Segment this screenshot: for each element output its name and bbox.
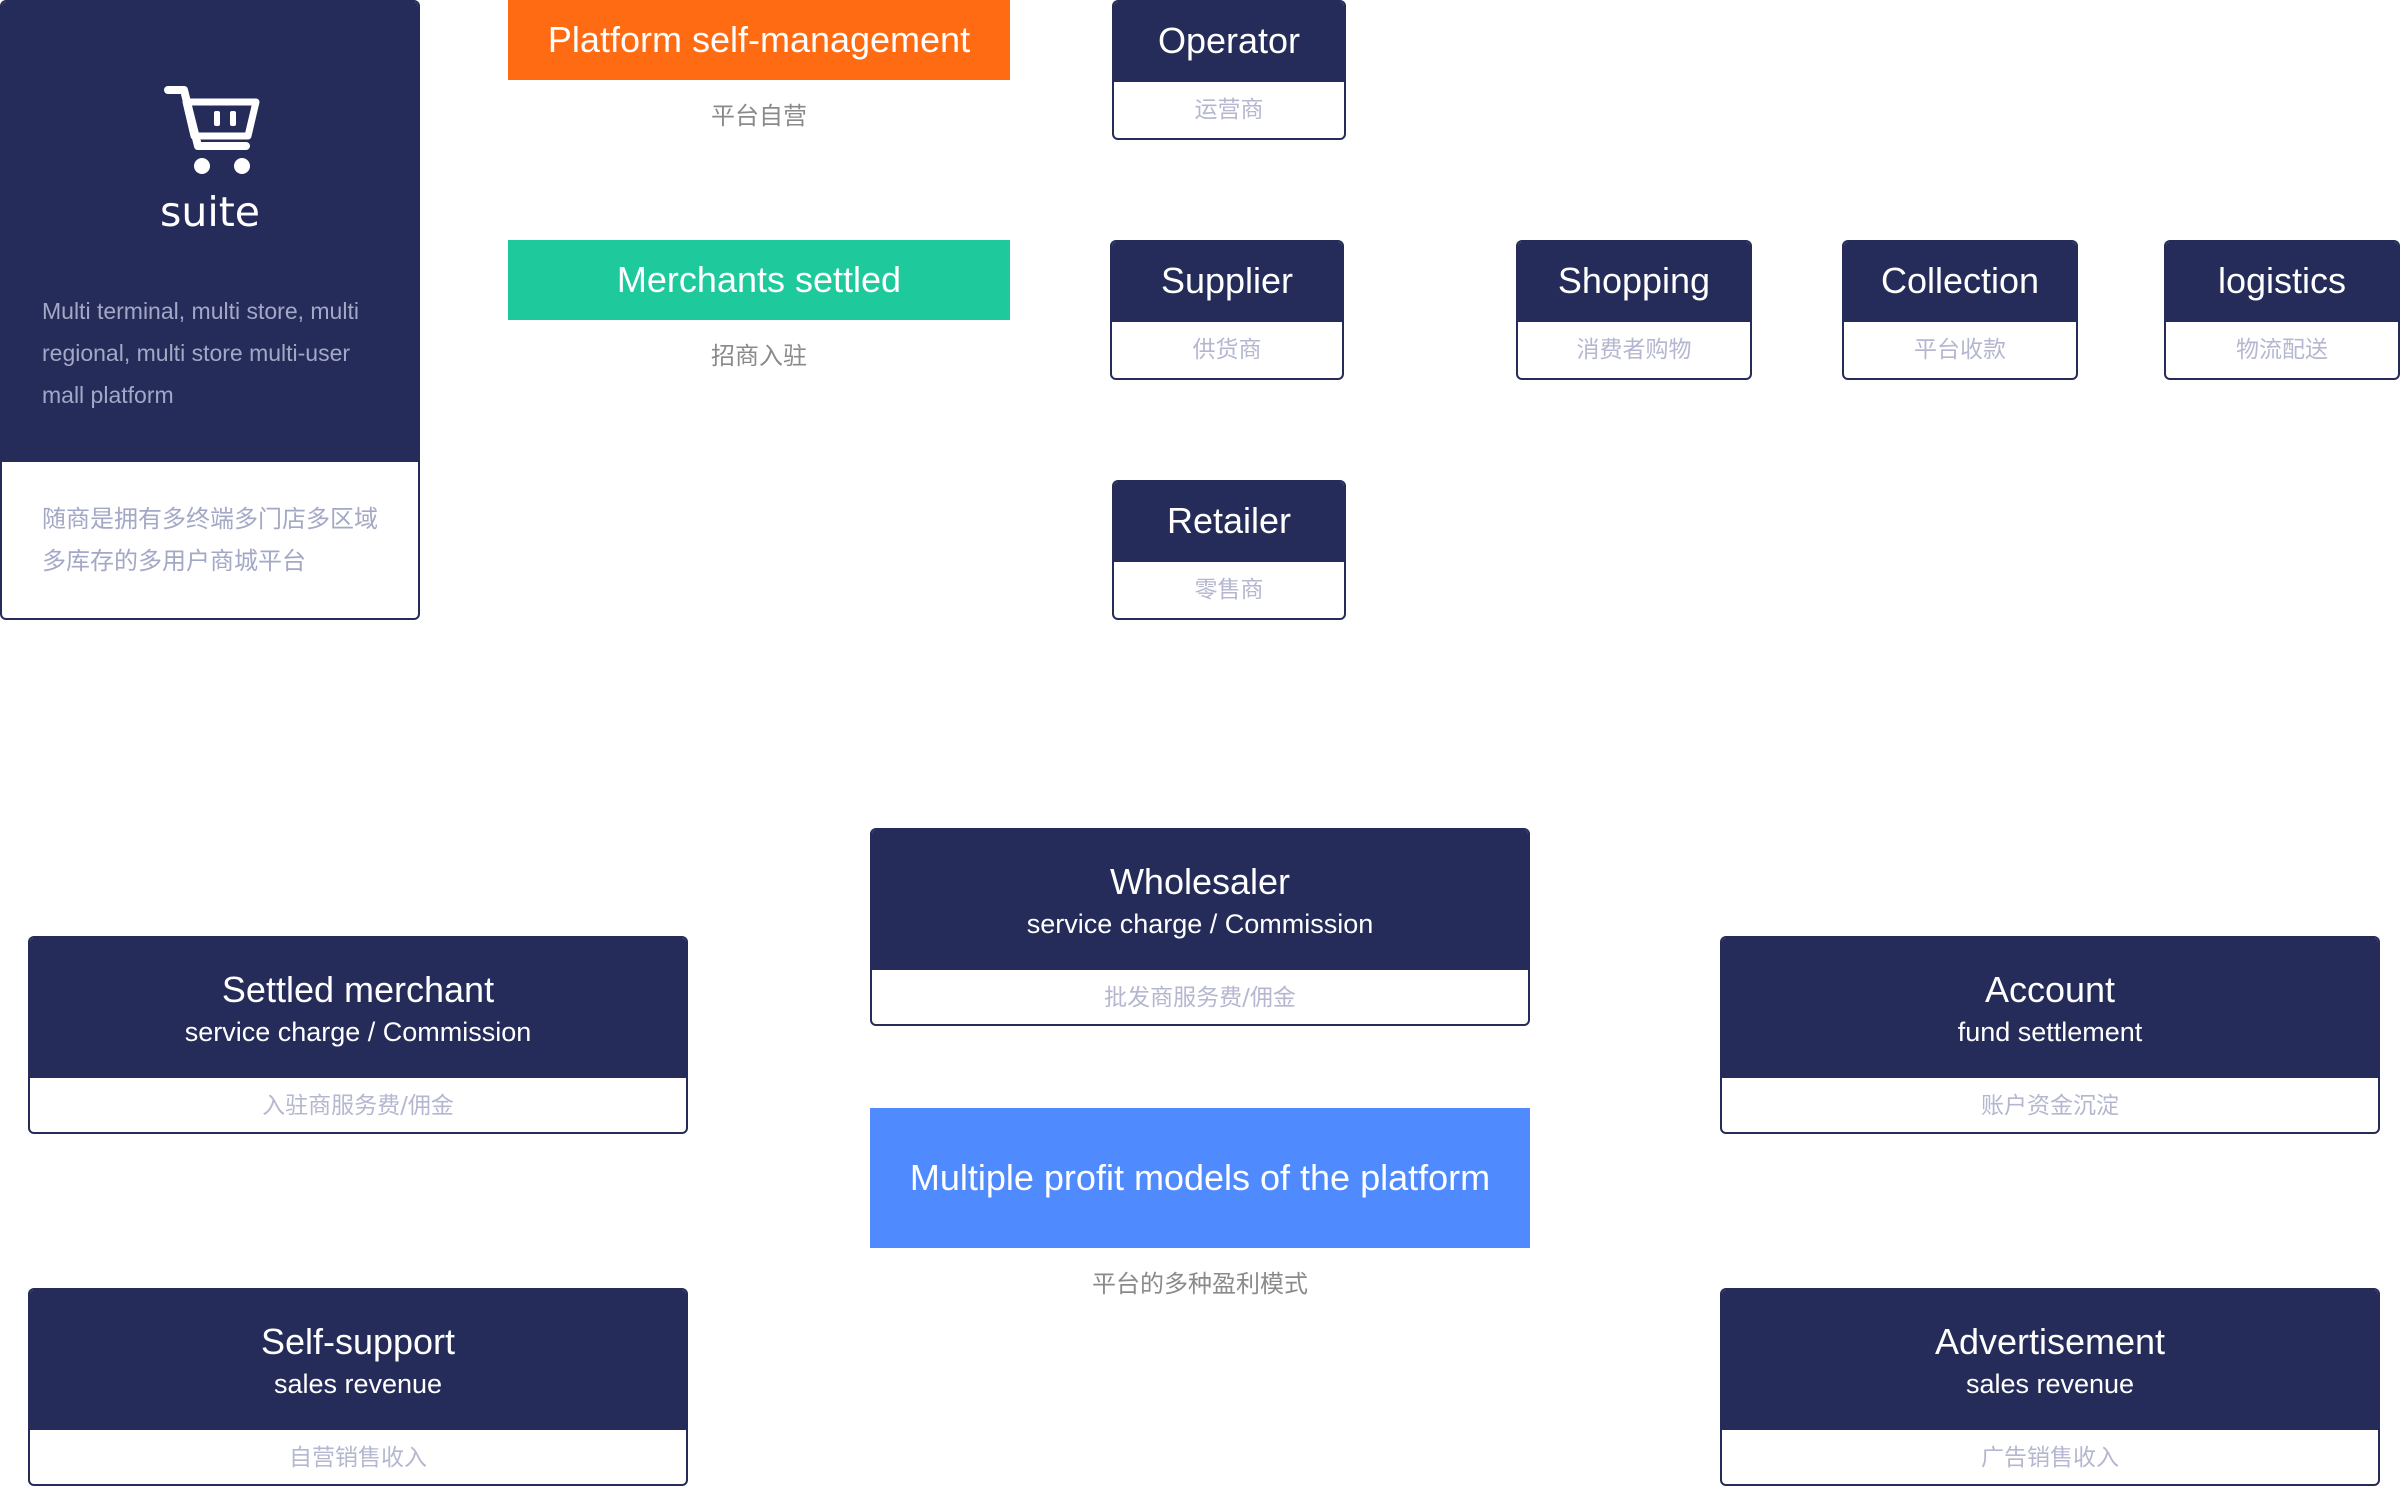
role-subtitle: 供货商 (1192, 337, 1262, 363)
self-management-caption: 平台自营 (711, 102, 807, 130)
wholesaler-box: Wholesaler service charge / Commission 批… (870, 828, 1530, 1026)
shopping-box: Shopping 消费者购物 (1516, 240, 1752, 380)
model-subtitle: 广告销售收入 (1981, 1445, 2119, 1471)
model-title: Advertisement (1934, 1321, 2166, 1362)
role-subtitle: 消费者购物 (1576, 337, 1692, 363)
role-title: Operator (1114, 2, 1344, 82)
role-title: Collection (1844, 242, 2076, 322)
supplier-box: Supplier 供货商 (1110, 240, 1344, 380)
suite-card-header: suite Multi terminal, multi store, multi… (2, 2, 418, 462)
suite-name: suite (159, 188, 261, 236)
merchants-settled-banner: Merchants settled (508, 240, 1010, 320)
model-subtitle: 入驻商服务费/佣金 (262, 1093, 454, 1119)
model-header: Advertisement sales revenue (1722, 1290, 2378, 1430)
model-detail: sales revenue (273, 1369, 443, 1399)
suite-description-cn: 随商是拥有多终端多门店多区域多库存的多用户商城平台 (42, 505, 378, 575)
role-subtitle: 运营商 (1194, 97, 1264, 123)
model-header: Wholesaler service charge / Commission (872, 830, 1528, 970)
role-subtitle: 物流配送 (2236, 337, 2328, 363)
suite-description: Multi terminal, multi store, multi regio… (42, 298, 359, 408)
platform-self-management-banner: Platform self-management (508, 0, 1010, 80)
banner-label: Multiple profit models of the platform (909, 1157, 1491, 1198)
merchants-settled-caption: 招商入驻 (711, 342, 807, 370)
model-title: Self-support (260, 1321, 456, 1362)
banner-label: Merchants settled (616, 259, 902, 300)
advertisement-box: Advertisement sales revenue 广告销售收入 (1720, 1288, 2380, 1486)
role-subtitle: 平台收款 (1914, 337, 2006, 363)
settled-merchant-box: Settled merchant service charge / Commis… (28, 936, 688, 1134)
retailer-box: Retailer 零售商 (1112, 480, 1346, 620)
model-subtitle: 账户资金沉淀 (1981, 1093, 2119, 1119)
model-header: Self-support sales revenue (30, 1290, 686, 1430)
self-support-box: Self-support sales revenue 自营销售收入 (28, 1288, 688, 1486)
role-title: Supplier (1112, 242, 1342, 322)
model-title: Settled merchant (221, 969, 495, 1010)
model-detail: sales revenue (1965, 1369, 2135, 1399)
logistics-box: logistics 物流配送 (2164, 240, 2400, 380)
model-subtitle: 批发商服务费/佣金 (1104, 985, 1296, 1011)
model-header: Account fund settlement (1722, 938, 2378, 1078)
model-title: Account (1984, 969, 2116, 1010)
profit-models-caption: 平台的多种盈利模式 (1092, 1270, 1308, 1298)
profit-models-banner: Multiple profit models of the platform (870, 1108, 1530, 1248)
shopping-cart-icon (164, 86, 260, 174)
role-subtitle: 零售商 (1194, 577, 1264, 603)
model-detail: fund settlement (1957, 1017, 2143, 1047)
banner-label: Platform self-management (547, 19, 971, 60)
role-title: Retailer (1114, 482, 1344, 562)
role-title: Shopping (1518, 242, 1750, 322)
collection-box: Collection 平台收款 (1842, 240, 2078, 380)
model-title: Wholesaler (1109, 861, 1291, 902)
operator-box: Operator 运营商 (1112, 0, 1346, 140)
model-detail: service charge / Commission (1026, 909, 1374, 939)
suite-card: suite Multi terminal, multi store, multi… (0, 0, 420, 620)
model-subtitle: 自营销售收入 (289, 1445, 427, 1471)
account-box: Account fund settlement 账户资金沉淀 (1720, 936, 2380, 1134)
role-title: logistics (2166, 242, 2398, 322)
model-detail: service charge / Commission (184, 1017, 532, 1047)
model-header: Settled merchant service charge / Commis… (30, 938, 686, 1078)
